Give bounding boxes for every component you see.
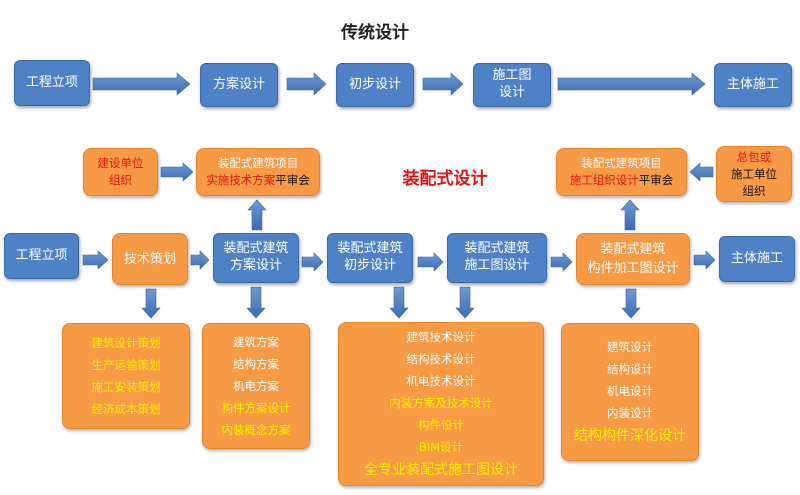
prefab-step-project-approval: 工程立项 [4,233,79,279]
prefab-arrow-4 [417,252,444,272]
construction-list: 建筑技术设计结构技术设计机电技术设计内装方案及技术设计构件设计 BIM设计 [389,326,493,458]
preliminary-down-arrow [389,286,409,319]
construction-item: 内装方案及技术设计 [389,396,493,410]
owner-line-2: 组织 [109,173,132,187]
trad-step-scheme-design: 方案设计 [200,63,278,107]
prefab-title: 装配式设计 [402,169,488,189]
scheme-item: 机电方案 [233,379,279,393]
component-details-box: 建筑设计结构设计机电设计内装设计 结构构件深化设计 [561,323,699,461]
owner-line-1: 建设单位 [97,156,144,170]
trad-arrow-1 [92,72,191,96]
planning-item: 生产运输策划 [91,358,161,372]
review-right-black: 平审会 [638,173,674,187]
scheme-details-box: 建筑方案结构方案机电方案构件方案设计内装概念方案 [202,323,310,449]
scheme-item: 内装概念方案 [221,423,291,437]
planning-item: 建筑设计策划 [91,336,161,350]
contractor-to-review-arrow [689,162,714,182]
construction-item: 结构技术设计 [406,352,476,366]
prefab-arrow-1 [82,250,109,270]
trad-step-preliminary-design: 初步设计 [336,63,414,107]
scheme-item: 结构方案 [233,357,279,371]
component-item: 机电设计 [607,384,653,398]
review-left-red: 实施技术方案 [206,173,276,187]
component-drawing-line1: 装配式建筑 [600,242,666,257]
component-up-arrow [620,199,640,231]
construction-item: 建筑技术设计 [406,330,476,344]
review-right-red: 施工组织设计 [569,173,639,187]
contractor-line-2: 施工单位 [731,166,777,181]
component-item: 建筑设计 [607,340,653,354]
planning-item: 经济成本策划 [91,402,161,416]
review-left-black: 平审会 [275,173,310,187]
construction-item: 构件设计 [418,418,464,432]
planning-list: 建筑设计策划生产运输策划施工安装策划经济成本策划 [92,332,161,420]
prefab-step-technical-planning: 技术策划 [112,233,188,285]
owner-organizer-box: 建设单位 组织 [83,148,158,196]
prefab-step-main-construction: 主体施工 [719,236,795,282]
trad-step-construction-drawing: 施工图 设计 [473,63,551,107]
component-footer: 结构构件深化设计 [574,428,686,444]
traditional-title: 传统设计 [341,23,409,43]
trad-step-main-construction: 主体施工 [714,63,792,107]
scheme-item: 建筑方案 [233,335,279,349]
planning-details-box: 建筑设计策划生产运输策划施工安装策划经济成本策划 [62,323,190,429]
construction-details-box: 建筑技术设计结构技术设计机电技术设计内装方案及技术设计构件设计 BIM设计 全专业… [338,322,544,486]
contractor-line-1: 总包或 [736,149,772,164]
scheme-item: 构件方案设计 [221,401,291,415]
construction-footer: 全专业装配式施工图设计 [364,462,518,478]
prefab-arrow-2 [190,250,210,270]
review-right-line1: 装配式建筑项目 [581,156,662,170]
trad-arrow-4 [557,72,706,96]
review-left-line1: 装配式建筑项目 [217,156,299,170]
technical-planning-label: 技术策划 [123,251,176,267]
scheme-list: 建筑方案结构方案机电方案构件方案设计内装概念方案 [222,331,291,441]
prefab-arrow-5 [550,252,573,272]
trad-arrow-2 [286,72,327,96]
prefab-step-component-drawing: 装配式建筑 构件加工图设计 [576,233,690,285]
planning-down-arrow [141,288,161,319]
construction-down-arrow [455,286,475,319]
component-list: 建筑设计结构设计机电设计内装设计 [607,336,653,424]
scheme-up-arrow [247,199,267,231]
prefab-step-construction-drawing: 装配式建筑 施工图设计 [447,233,547,283]
contractor-organizer-box: 总包或 施工单位 组织 [716,146,792,202]
trad-arrow-3 [422,72,464,96]
component-down-arrow [621,288,641,319]
component-item: 结构设计 [607,362,653,376]
prefab-step-scheme-design: 装配式建筑 方案设计 [213,233,299,283]
construction-item: BIM设计 [418,440,464,454]
prefab-arrow-3 [301,252,324,272]
prefab-step-preliminary-design: 装配式建筑 初步设计 [327,233,413,283]
review-meeting-left: 装配式建筑项目 实施技术方案平审会 [196,148,320,196]
component-drawing-line2: 构件加工图设计 [587,261,679,276]
scheme-down-arrow [246,286,266,319]
planning-item: 施工安装策划 [91,380,161,394]
component-item: 内装设计 [607,406,653,420]
trad-step-project-approval: 工程立项 [14,60,90,106]
owner-to-review-arrow [160,162,194,182]
review-meeting-right: 装配式建筑项目 施工组织设计平审会 [556,148,687,196]
construction-item: 机电技术设计 [406,374,476,388]
prefab-arrow-6 [693,250,716,270]
contractor-line-3: 组织 [742,183,766,198]
